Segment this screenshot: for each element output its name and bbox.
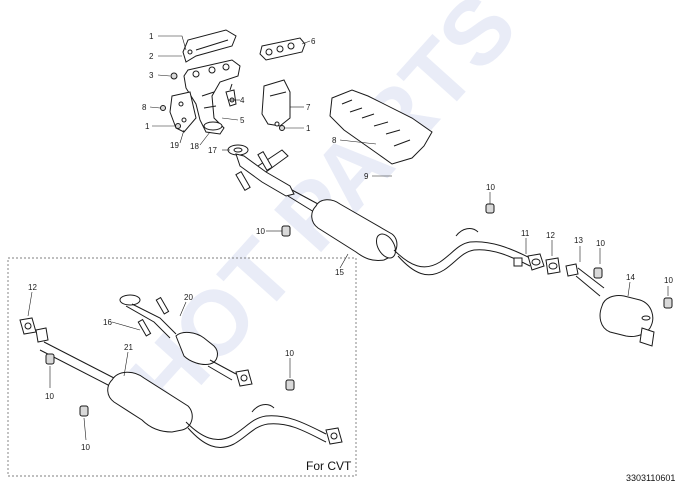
oxygen-sensor [225, 83, 237, 107]
floor-heat-shield [329, 89, 433, 165]
callout-12: 12 [28, 283, 37, 292]
manifold-bracket [169, 91, 197, 133]
callout-14: 14 [626, 273, 635, 282]
document-id: 3303110601 [626, 473, 676, 483]
intermediate-pipe [393, 228, 531, 276]
center-muffler [287, 189, 398, 261]
rubber-hanger-4 [663, 297, 673, 309]
exhaust-manifold [183, 59, 241, 135]
cvt-inset [7, 257, 357, 477]
callout-10: 10 [81, 443, 90, 452]
callout-10: 10 [664, 276, 673, 285]
callout-8: 8 [332, 136, 337, 145]
rubber-hanger-1 [485, 203, 495, 214]
rear-muffler [599, 295, 655, 347]
callout-1: 1 [149, 32, 154, 41]
callout-8: 8 [142, 103, 147, 112]
callout-10: 10 [596, 239, 605, 248]
callout-10: 10 [486, 183, 495, 192]
front-pipe [235, 149, 295, 197]
callout-20: 20 [184, 293, 193, 302]
callout-labels: 1 2 3 8 1 19 18 4 5 6 7 1 8 9 17 10 10 1… [28, 32, 673, 452]
callout-17: 17 [208, 146, 217, 155]
callout-18: 18 [190, 142, 199, 151]
rubber-hanger-2 [281, 225, 291, 237]
callout-4: 4 [240, 96, 245, 105]
inset-label: For CVT [306, 459, 352, 473]
callout-2: 2 [149, 52, 154, 61]
rubber-hanger-3 [593, 267, 603, 279]
leader-lines [149, 35, 669, 297]
front-pipe-flange [227, 144, 249, 156]
callout-3: 3 [149, 71, 154, 80]
callout-16: 16 [103, 318, 112, 327]
manifold-heat-shield [182, 29, 237, 63]
callout-21: 21 [124, 343, 133, 352]
callout-1: 1 [306, 124, 311, 133]
callout-5: 5 [240, 116, 245, 125]
catalyst-heat-cover [261, 79, 291, 127]
rear-flange-joint [527, 253, 605, 297]
callout-10: 10 [285, 349, 294, 358]
callout-1: 1 [145, 122, 150, 131]
callout-13: 13 [574, 236, 583, 245]
callout-6: 6 [311, 37, 316, 46]
manifold-gasket [259, 37, 306, 61]
callout-15: 15 [335, 268, 344, 277]
callout-19: 19 [170, 141, 179, 150]
callout-10: 10 [256, 227, 265, 236]
callout-10: 10 [45, 392, 54, 401]
callout-7: 7 [306, 103, 311, 112]
callout-11: 11 [521, 229, 530, 238]
callout-12: 12 [546, 231, 555, 240]
callout-9: 9 [364, 172, 369, 181]
